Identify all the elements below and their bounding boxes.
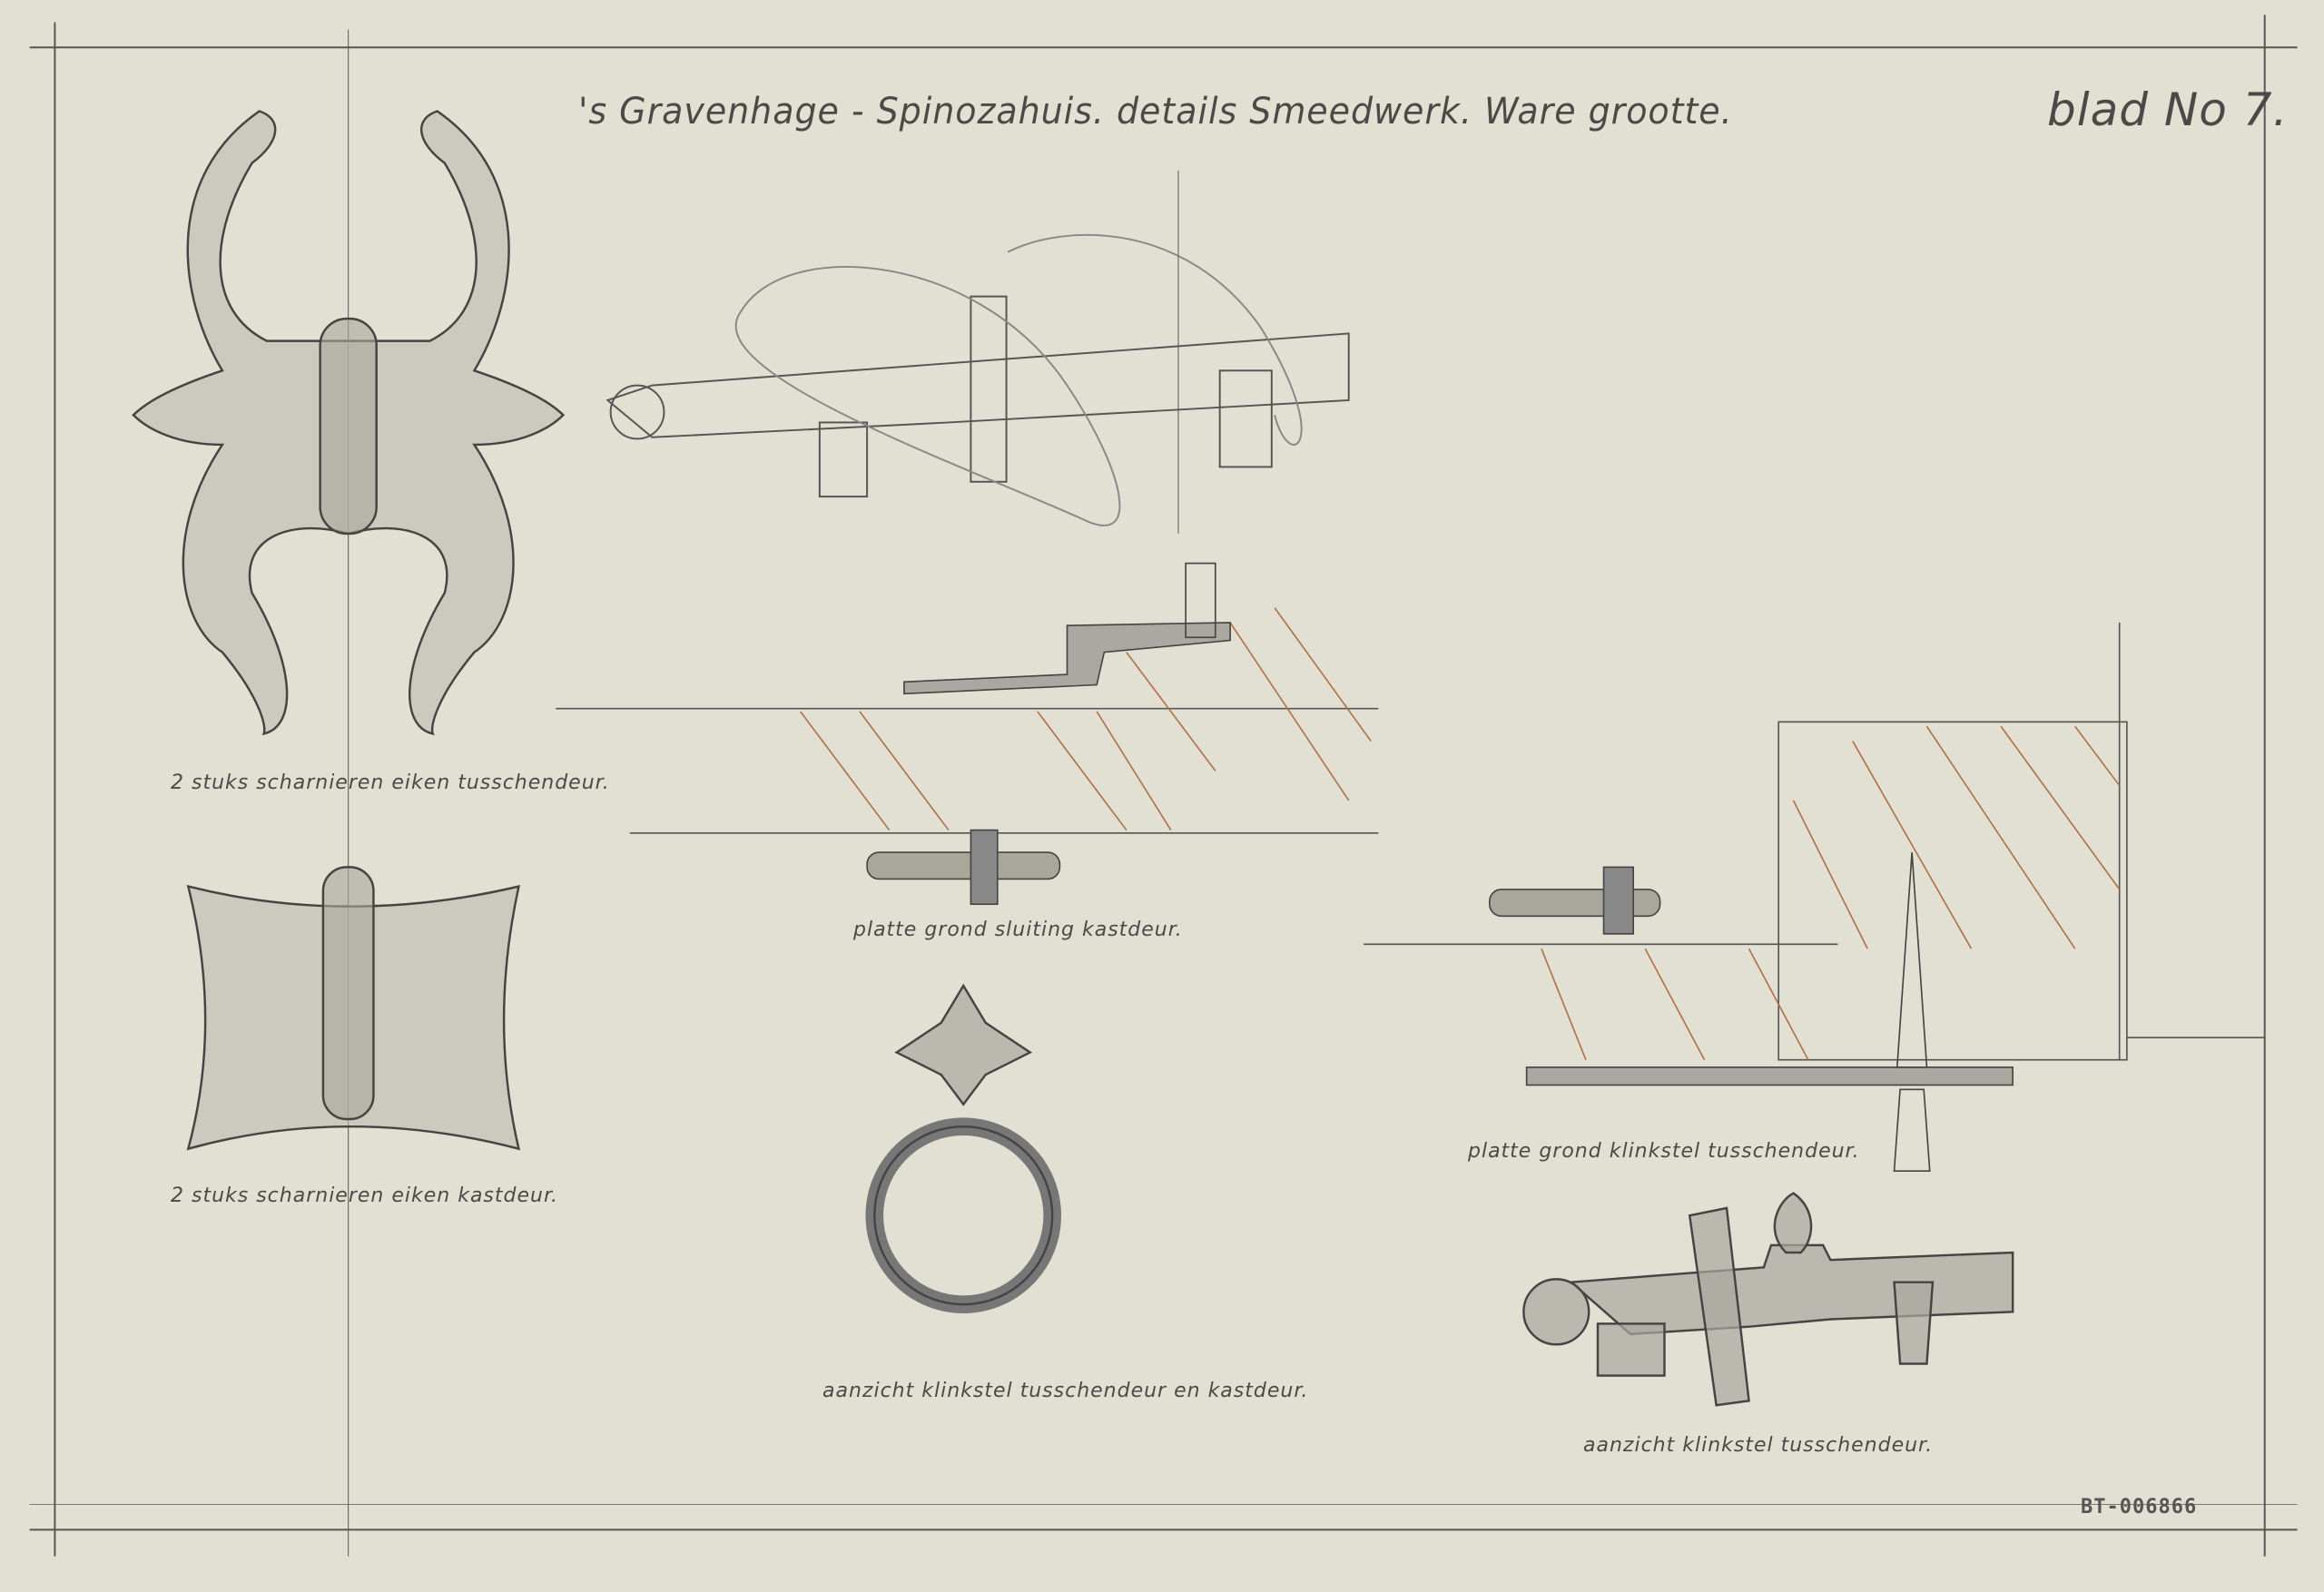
butterfly-hinge-drawing [132, 110, 566, 736]
caption-hinge-tusschendeur: 2 stuks scharnieren eiken tusschendeur. [171, 771, 610, 794]
caption-aanzicht-klinkstel-both: aanzicht klinkstel tusschendeur en kastd… [822, 1380, 1309, 1402]
ring-knocker-drawing [865, 983, 1061, 1313]
rectangular-hinge-drawing [186, 866, 521, 1151]
caption-aanzicht-klinkstel: aanzicht klinkstel tusschendeur. [1583, 1434, 1934, 1457]
archive-stamp: BT-006866 [2081, 1496, 2198, 1518]
drawing-title: 's Gravenhage - Spinozahuis. details Sme… [578, 91, 1733, 133]
plan-klinkstel-drawing [1364, 622, 2265, 1173]
caption-plan-sluiting: platte grond sluiting kastdeur. [853, 919, 1183, 941]
sheet-number: blad No 7. [2047, 84, 2289, 136]
caption-plan-klinkstel: platte grond klinkstel tusschendeur. [1468, 1140, 1860, 1163]
plan-section-kastdeur-drawing [556, 562, 1379, 906]
caption-hinge-kastdeur: 2 stuks scharnieren eiken kastdeur. [171, 1184, 558, 1207]
elevation-klinkstel-drawing [1522, 1192, 2014, 1407]
latch-sketch-drawing [606, 170, 1350, 534]
